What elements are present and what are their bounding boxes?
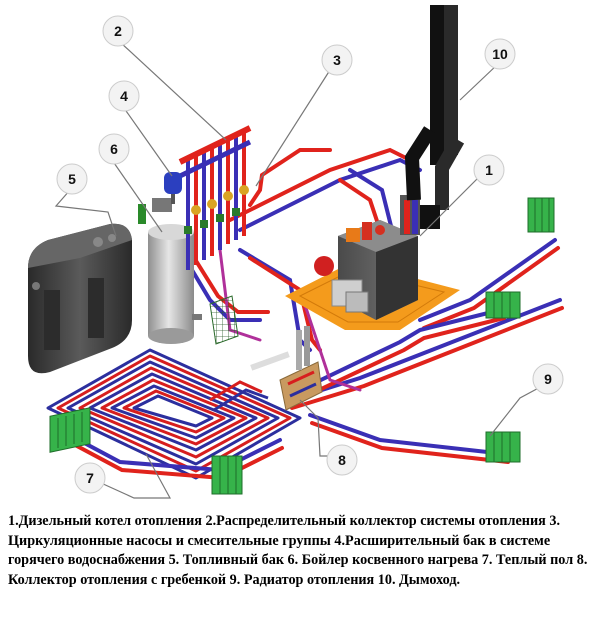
floor-collector — [250, 326, 323, 411]
callout-8: 8 — [338, 452, 346, 468]
callout-5: 5 — [68, 171, 76, 187]
legend-caption: 1.Дизельный котел отопления 2.Распредели… — [8, 512, 596, 590]
legend-item-7: 7. Теплый пол — [481, 552, 574, 569]
radiator-top-right — [527, 197, 555, 233]
callout-1: 1 — [485, 162, 493, 178]
callout-3: 3 — [333, 52, 341, 68]
chimney — [404, 5, 465, 229]
radiator-bottom-right — [485, 431, 521, 463]
legend-item-1: 1.Дизельный котел отопления — [8, 513, 202, 529]
legend-item-3: 3. Циркуляционные насосы и смесительные … — [8, 513, 560, 549]
callout-9: 9 — [544, 371, 552, 387]
radiator-bottom — [211, 455, 243, 495]
callout-10: 10 — [492, 46, 508, 62]
legend-item-9: 9. Радиатор отопления — [229, 571, 375, 588]
callout-7: 7 — [86, 470, 94, 486]
radiator-mid-right — [485, 291, 521, 319]
callout-labels: 1 2 3 4 5 6 7 8 9 10 — [68, 23, 552, 486]
legend-item-6: 6. Бойлер косвенного нагрева — [287, 552, 479, 569]
indirect-boiler — [148, 224, 202, 344]
legend-item-4: 4.Расширительный бак в системе горячего … — [8, 532, 551, 569]
plate-exchanger — [209, 295, 239, 345]
callouts — [54, 41, 547, 499]
legend-item-10: 10. Дымоход. — [377, 571, 461, 588]
expansion-tank — [164, 172, 182, 204]
callout-circles — [56, 15, 564, 494]
callout-2: 2 — [114, 23, 122, 39]
legend-item-2: 2.Распределительный коллектор системы от… — [205, 513, 546, 529]
legend-item-8: 8. Коллектор отопления с гребенкой — [8, 552, 588, 588]
callout-6: 6 — [110, 141, 118, 157]
radiator-left — [49, 407, 91, 453]
distribution-collector — [138, 125, 252, 270]
legend-item-5: 5. Топливный бак — [168, 552, 284, 569]
diesel-boiler — [285, 195, 460, 330]
callout-4: 4 — [120, 88, 128, 104]
fuel-tank — [28, 223, 132, 374]
heating-system-diagram: 1 2 3 4 5 6 7 8 9 10 — [28, 5, 564, 499]
